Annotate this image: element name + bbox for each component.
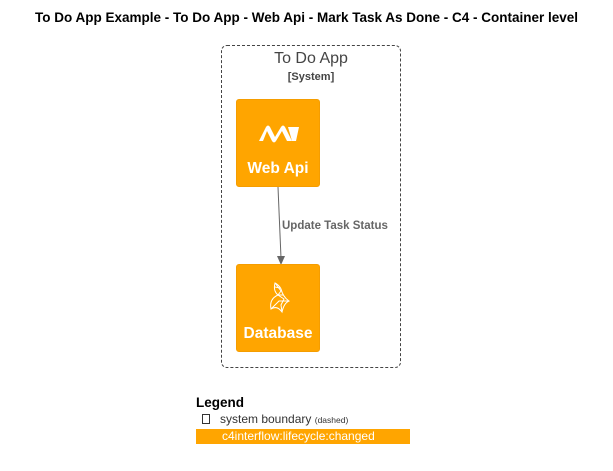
legend-item-system-boundary: system boundary (dashed) [202, 412, 348, 426]
legend-item-label: system boundary [220, 412, 312, 426]
web-api-label: Web Api [247, 160, 309, 177]
relationship-label: Update Task Status [282, 220, 388, 232]
system-boundary: To Do App [System] [221, 45, 401, 368]
boundary-type: [System] [287, 71, 335, 83]
legend-item-lifecycle-changed: c4interflow:lifecycle:changed [196, 429, 410, 444]
database-label: Database [243, 325, 313, 342]
database-container[interactable]: Database [236, 264, 320, 352]
legend-item-note: (dashed) [314, 415, 349, 425]
sql-server-icon [237, 279, 319, 324]
legend-title: Legend [196, 395, 245, 410]
web-api-container[interactable]: Web Api [236, 99, 320, 187]
dotnet-icon [237, 122, 319, 151]
boundary-name: To Do App [274, 50, 348, 67]
boundary-swatch-icon [202, 414, 210, 424]
diagram-title: To Do App Example - To Do App - Web Api … [34, 10, 579, 25]
